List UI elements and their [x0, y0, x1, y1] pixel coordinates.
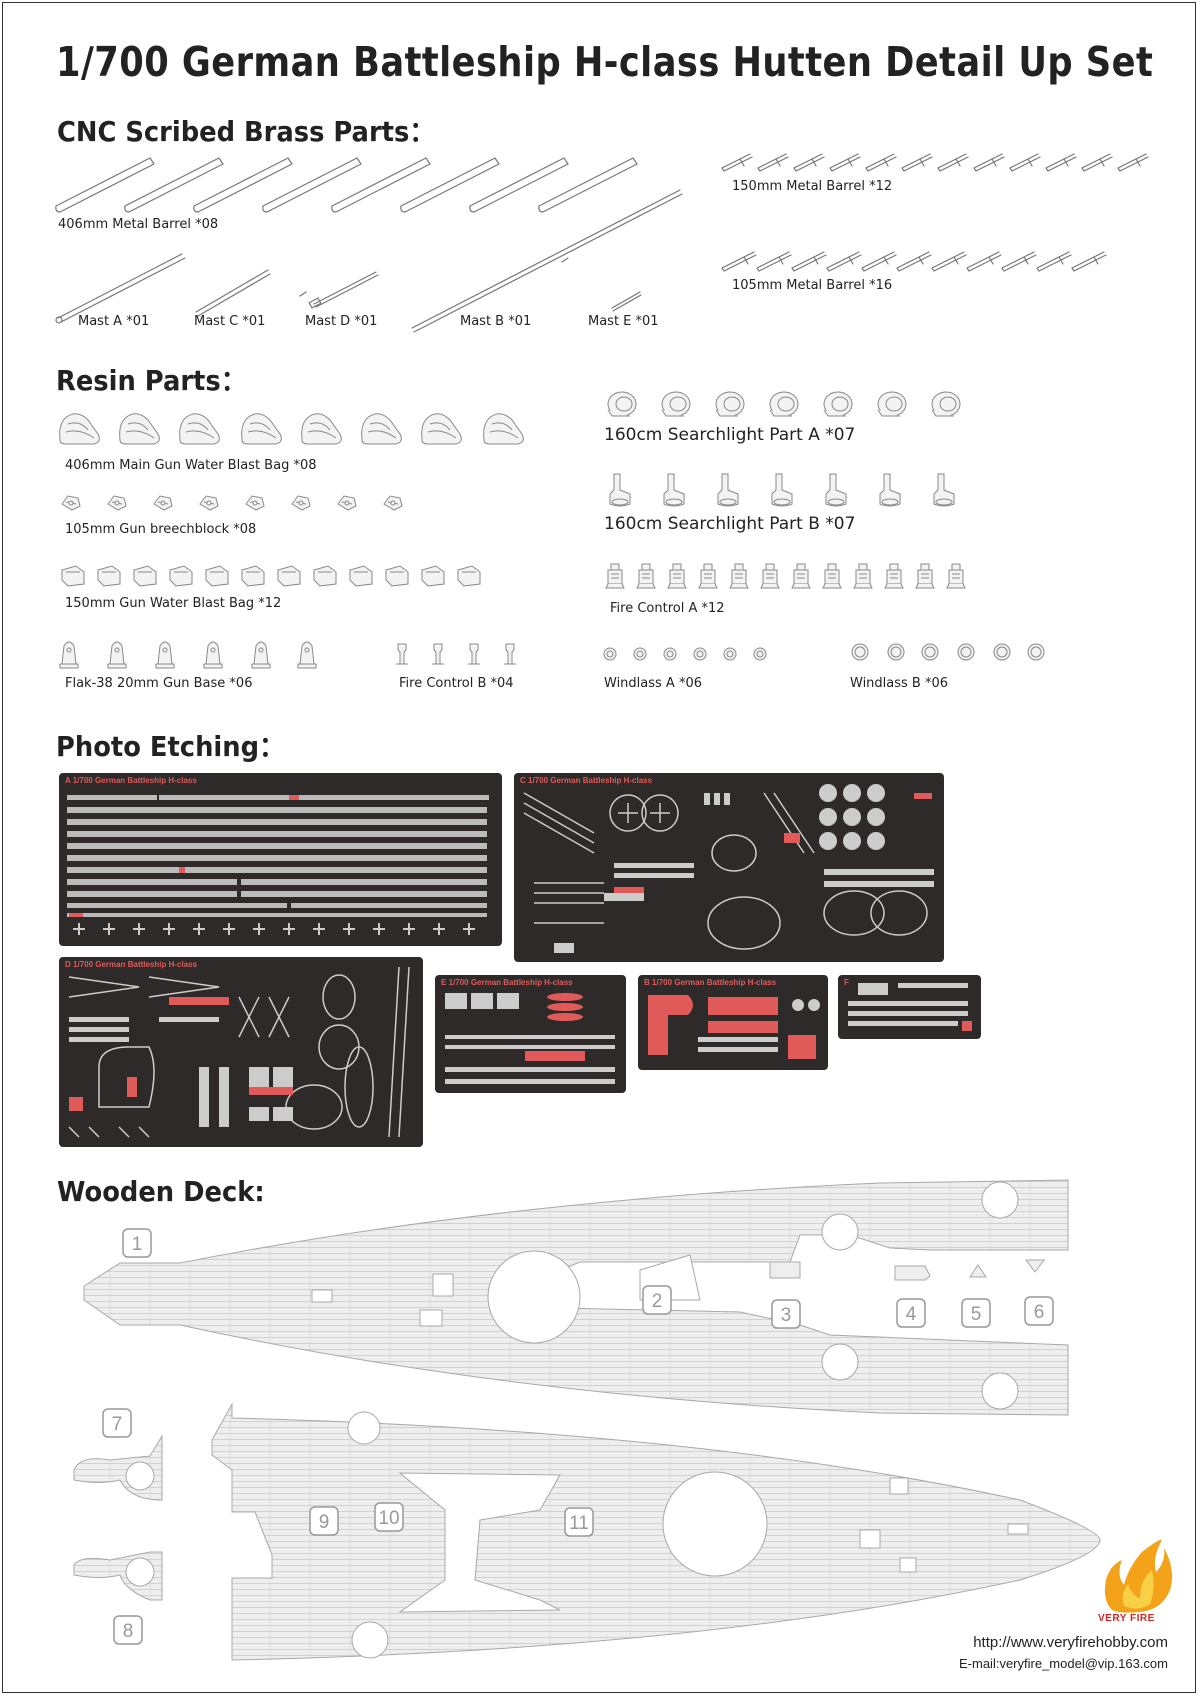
deck-number-7: 7 — [112, 1414, 123, 1435]
label-windlass-a: Windlass A *06 — [604, 676, 702, 691]
label-barrel-406: 406mm Metal Barrel *08 — [58, 217, 219, 232]
label-mast-c: Mast C *01 — [194, 314, 266, 329]
etch-sheet-a: A 1/700 German Battleship H-class — [59, 773, 502, 946]
label-mast-a: Mast A *01 — [78, 314, 150, 329]
label-main-gun-bag: 406mm Main Gun Water Blast Bag *08 — [65, 458, 317, 473]
label-searchlight-a: 160cm Searchlight Part A *07 — [604, 425, 856, 445]
etch-sheet-title: 1/700 German Battleship H-class — [448, 978, 573, 987]
label-searchlight-b: 160cm Searchlight Part B *07 — [604, 514, 856, 534]
etch-sheet-e: E 1/700 German Battleship H-class — [435, 975, 626, 1093]
etch-sheet-b-caption: B 1/700 German Battleship H-class — [644, 978, 776, 987]
label-windlass-b: Windlass B *06 — [850, 676, 949, 691]
etch-sheet-a-parts — [67, 795, 489, 935]
etch-sheet-letter: B — [644, 978, 650, 987]
deck-number-6: 6 — [1034, 1302, 1045, 1323]
section-resin-heading: Resin Parts： — [56, 364, 247, 397]
section-etching-heading: Photo Etching： — [56, 730, 285, 763]
label-breechblock: 105mm Gun breechblock *08 — [65, 522, 257, 537]
etch-sheet-f-caption: F — [844, 978, 849, 987]
etch-sheet-letter: D — [65, 960, 71, 969]
etch-sheet-b-parts — [648, 995, 820, 1059]
etch-sheet-letter: A — [65, 776, 71, 785]
deck-number-3: 3 — [781, 1305, 792, 1326]
etch-sheet-d: D 1/700 German Battleship H-class — [59, 957, 423, 1147]
etch-sheet-b: B 1/700 German Battleship H-class — [638, 975, 828, 1070]
footer-email[interactable]: E-mail:veryfire_model@vip.163.com — [959, 1656, 1168, 1671]
label-barrel-150: 150mm Metal Barrel *12 — [732, 179, 893, 194]
deck-number-1: 1 — [132, 1234, 143, 1255]
label-mast-d: Mast D *01 — [305, 314, 378, 329]
deck-number-9: 9 — [319, 1512, 330, 1533]
page-title: 1/700 German Battleship H-class Hutten D… — [56, 38, 1154, 86]
label-mast-b: Mast B *01 — [460, 314, 532, 329]
etch-sheet-c-caption: C 1/700 German Battleship H-class — [520, 776, 652, 785]
deck-number-2: 2 — [652, 1291, 663, 1312]
etch-sheet-title: 1/700 German Battleship H-class — [72, 776, 197, 785]
etch-sheet-e-parts — [445, 993, 615, 1084]
deck-number-4: 4 — [906, 1304, 917, 1325]
etch-sheet-title: 1/700 German Battleship H-class — [652, 978, 777, 987]
etch-sheet-f-parts — [848, 983, 972, 1031]
etch-sheet-letter: E — [441, 978, 447, 987]
etch-sheet-title: 1/700 German Battleship H-class — [528, 776, 653, 785]
etch-sheet-e-caption: E 1/700 German Battleship H-class — [441, 978, 573, 987]
footer-url-link[interactable]: http://www.veryfirehobby.com — [973, 1634, 1168, 1651]
etch-sheet-title: 1/700 German Battleship H-class — [73, 960, 198, 969]
etch-sheet-c: C 1/700 German Battleship H-class — [514, 773, 944, 962]
deck-number-10: 10 — [378, 1508, 399, 1529]
label-mast-e: Mast E *01 — [588, 314, 659, 329]
etch-sheet-letter: F — [844, 978, 849, 987]
etch-sheet-f: F — [838, 975, 981, 1039]
etch-sheet-a-caption: A 1/700 German Battleship H-class — [65, 776, 197, 785]
deck-number-5: 5 — [971, 1304, 982, 1325]
label-150-bag: 150mm Gun Water Blast Bag *12 — [65, 596, 282, 611]
label-fire-control-a: Fire Control A *12 — [610, 601, 725, 616]
deck-number-11: 11 — [569, 1513, 589, 1534]
label-barrel-105: 105mm Metal Barrel *16 — [732, 278, 893, 293]
brand-name: VERY FIRE — [1098, 1613, 1155, 1624]
etch-sheet-c-parts — [523, 784, 934, 953]
section-deck-heading: Wooden Deck: — [57, 1175, 265, 1208]
etch-sheet-d-caption: D 1/700 German Battleship H-class — [65, 960, 197, 969]
label-flak-base: Flak-38 20mm Gun Base *06 — [65, 676, 253, 691]
deck-number-8: 8 — [123, 1621, 134, 1642]
etch-sheet-d-parts — [68, 966, 410, 1138]
label-fire-control-b: Fire Control B *04 — [399, 676, 514, 691]
section-brass-heading: CNC Scribed Brass Parts： — [57, 115, 436, 148]
etch-sheet-letter: C — [520, 776, 526, 785]
